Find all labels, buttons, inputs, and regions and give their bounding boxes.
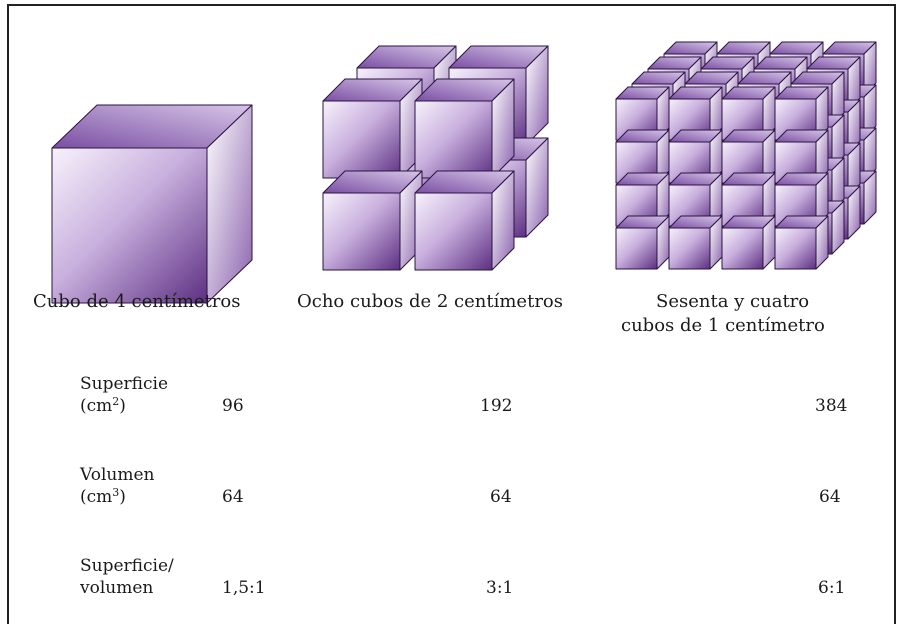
unit-exponent: 3 [112,485,120,499]
cube-front-face [668,227,711,270]
cube-front-face [51,147,208,304]
unit-prefix: (cm [80,487,113,507]
cube [721,172,776,227]
caption-small-cubes-line1: Sesenta y cuatro [656,291,810,312]
cube-front-face [322,100,401,179]
ratio-value-large: 1,5:1 [222,578,266,598]
cube-front-face [322,192,401,271]
cube-front-face [615,227,658,270]
surface-value-small: 384 [815,396,848,416]
unit-suffix: ) [119,396,126,416]
cube-front-face [414,192,493,271]
cube [414,78,515,179]
ratio-value-small: 6:1 [818,578,846,598]
row-label-volume-line1: Volumen [80,465,155,485]
row-label-volume-unit: (cm3) [80,486,154,508]
caption-large-cube: Cubo de 4 centímetros [33,291,241,312]
cube-front-face [721,227,764,270]
row-label-ratio-line1: Superficie/ [80,556,174,576]
sixtyfour-cubes-1cm [615,41,877,270]
cube [668,172,723,227]
volume-value-medium: 64 [490,487,512,507]
cube [322,170,423,271]
row-label-surface: Superficie (cm2) [80,373,168,417]
cube [414,170,515,271]
cube [721,86,776,141]
ratio-value-medium: 3:1 [486,578,514,598]
cube-front-face [774,227,817,270]
row-label-ratio-line2: volumen [80,578,154,598]
cube [322,78,423,179]
eight-cubes-2cm [322,45,549,271]
cube [774,215,829,270]
unit-prefix: (cm [80,396,113,416]
cube [51,104,253,304]
cube [668,215,723,270]
volume-value-large: 64 [222,487,244,507]
cube [615,215,670,270]
surface-value-large: 96 [222,396,244,416]
figure-frame [7,4,896,624]
cube-front-face [414,100,493,179]
row-label-surface-line1: Superficie [80,374,169,394]
large-cube-4cm [51,104,253,304]
unit-suffix: ) [119,487,126,507]
cube [721,129,776,184]
volume-value-small: 64 [819,487,841,507]
cube [721,215,776,270]
caption-small-cubes-line2: cubos de 1 centímetro [621,315,825,336]
surface-value-medium: 192 [480,396,513,416]
unit-exponent: 2 [112,394,120,408]
row-label-ratio: Superficie/ volumen [80,555,174,599]
row-label-volume: Volumen (cm3) [80,464,154,508]
caption-medium-cubes: Ocho cubos de 2 centímetros [297,291,564,312]
row-label-surface-unit: (cm2) [80,395,168,417]
